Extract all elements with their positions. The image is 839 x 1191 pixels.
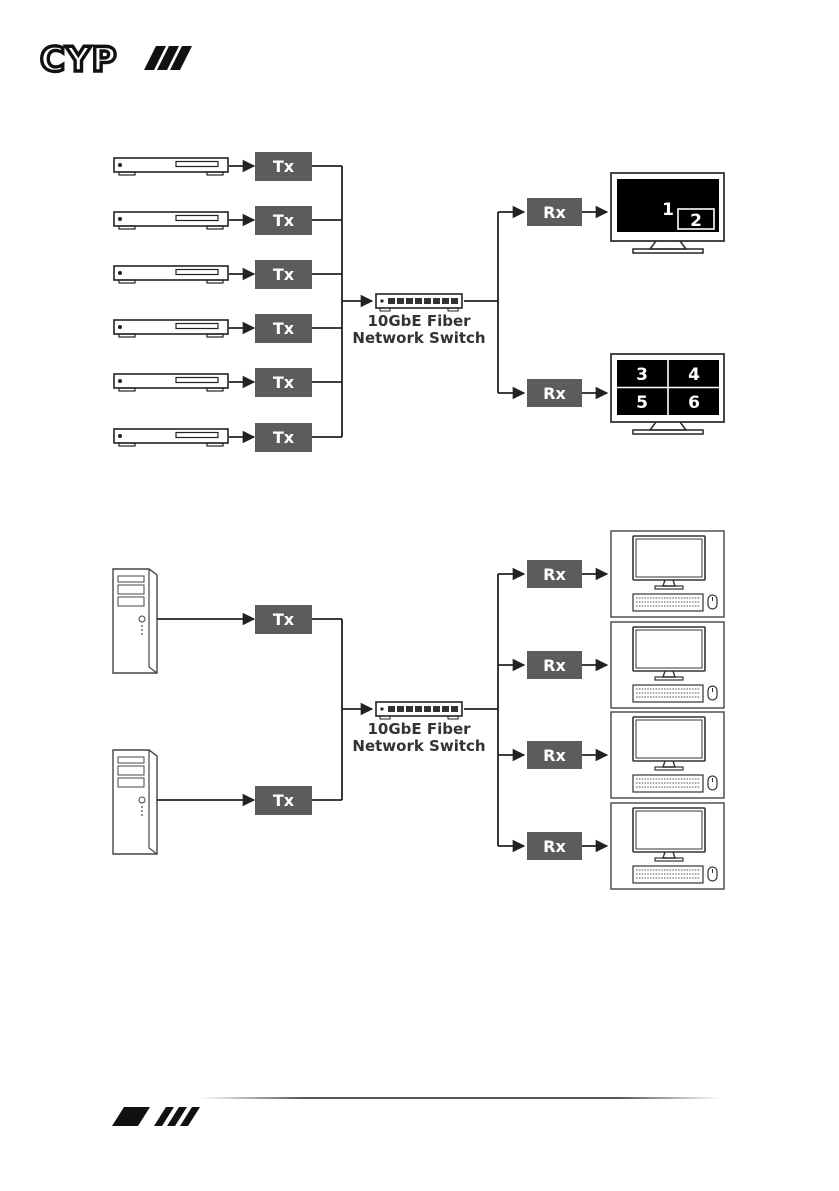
rx-box: Rx — [527, 651, 582, 679]
rx-box: Rx — [527, 560, 582, 588]
rx-box: Rx — [527, 198, 582, 226]
footer-rule — [200, 1097, 722, 1099]
quad-display-icon: 3 4 5 6 — [611, 354, 724, 434]
switch-label-line2: Network Switch — [352, 737, 485, 755]
tx-label: Tx — [273, 373, 295, 392]
network-switch-icon — [376, 294, 462, 311]
tx-box: Tx — [255, 786, 312, 815]
media-player-icon — [114, 429, 228, 446]
footer-mark — [112, 1107, 200, 1126]
media-player-icon — [114, 212, 228, 229]
workstation-icon — [611, 712, 724, 798]
rx-box: Rx — [527, 832, 582, 860]
workstation-icon — [611, 531, 724, 617]
tx-label: Tx — [273, 610, 295, 629]
pip-display-icon: 1 2 — [611, 173, 724, 253]
rx-label: Rx — [543, 837, 566, 856]
rx-box: Rx — [527, 379, 582, 407]
tx-box: Tx — [255, 206, 312, 235]
rx-bus — [464, 574, 607, 846]
tx-box: Tx — [255, 423, 312, 452]
rx-bus — [464, 212, 607, 393]
tx-label: Tx — [273, 211, 295, 230]
tx-box: Tx — [255, 260, 312, 289]
logo-slashes — [144, 46, 192, 70]
network-switch-icon — [376, 702, 462, 719]
cyp-logo-text: CYP — [40, 40, 118, 80]
tx-label: Tx — [273, 428, 295, 447]
pc-tower-icon — [113, 750, 157, 854]
switch-label-line1: 10GbE Fiber — [367, 312, 471, 330]
window-number: 1 — [662, 200, 674, 220]
tx-label: Tx — [273, 319, 295, 338]
window-number: 3 — [636, 365, 648, 385]
window-number: 2 — [690, 211, 702, 231]
tx-label: Tx — [273, 791, 295, 810]
rx-box: Rx — [527, 741, 582, 769]
pc-tower-icon — [113, 569, 157, 673]
window-number: 4 — [688, 365, 700, 385]
tx-box: Tx — [255, 152, 312, 181]
cyp-logo: CYP — [40, 40, 192, 80]
tx-box: Tx — [255, 368, 312, 397]
switch-label-line1: 10GbE Fiber — [367, 720, 471, 738]
tx-label: Tx — [273, 265, 295, 284]
rx-label: Rx — [543, 565, 566, 584]
pc-arrows — [157, 619, 254, 800]
rx-label: Rx — [543, 384, 566, 403]
rx-label: Rx — [543, 203, 566, 222]
rx-label: Rx — [543, 656, 566, 675]
workstation-icon — [611, 622, 724, 708]
switch-label-line2: Network Switch — [352, 329, 485, 347]
tx-box: Tx — [255, 605, 312, 634]
rx-label: Rx — [543, 746, 566, 765]
tx-box: Tx — [255, 314, 312, 343]
tx-label: Tx — [273, 157, 295, 176]
window-number: 6 — [688, 393, 700, 413]
media-player-icon — [114, 374, 228, 391]
source-arrows — [229, 166, 254, 437]
media-player-icon — [114, 266, 228, 283]
media-player-icon — [114, 158, 228, 175]
bottom-diagram: Tx Tx 10GbE Fiber Network Switch — [113, 531, 724, 889]
tx-bus — [312, 619, 372, 800]
media-player-icon — [114, 320, 228, 337]
window-number: 5 — [636, 393, 648, 413]
workstation-icon — [611, 803, 724, 889]
tx-bus — [312, 166, 372, 437]
top-diagram: Tx Tx Tx Tx Tx Tx — [114, 152, 724, 452]
